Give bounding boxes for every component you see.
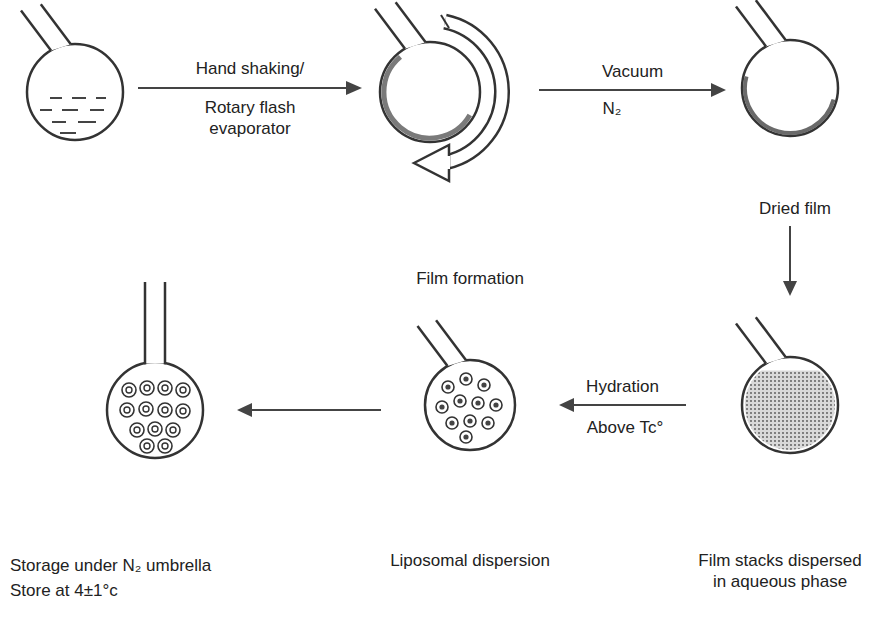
process-arrow bbox=[783, 226, 797, 296]
flask-drawing bbox=[8, 290, 233, 530]
step-label: N₂ bbox=[582, 98, 642, 119]
step-label: Hand shaking/ bbox=[165, 58, 335, 79]
flask-stage: Storage under N₂ umbrellaStore at 4±1°c bbox=[8, 290, 233, 604]
flask-stage: Film formation bbox=[365, 0, 535, 292]
process-arrow bbox=[559, 398, 686, 412]
stage-caption: Film stacks dispersed in aqueous phase bbox=[690, 550, 870, 593]
flask-drawing bbox=[690, 300, 870, 540]
flask-stage: Liposomal dispersion bbox=[385, 300, 555, 574]
step-label: Above Tc° bbox=[570, 417, 680, 438]
flask-drawing bbox=[365, 0, 535, 240]
round-bottom-flask bbox=[21, 4, 123, 140]
stage-caption: Store at 4±1°c bbox=[10, 580, 233, 601]
step-label: Rotary flash evaporator bbox=[175, 97, 325, 140]
stage-caption: Storage under N₂ umbrella bbox=[10, 555, 233, 576]
stage-caption: Film formation bbox=[405, 268, 535, 289]
stage-caption: Liposomal dispersion bbox=[385, 550, 555, 571]
flask-stage: Film stacks dispersed in aqueous phase bbox=[690, 300, 870, 595]
arrow-label: Vacuum bbox=[568, 61, 698, 82]
arrow-label: Hydration bbox=[558, 376, 688, 397]
process-arrow bbox=[138, 81, 362, 95]
flask-drawing bbox=[385, 300, 555, 540]
process-arrow bbox=[539, 83, 726, 97]
flask-stage: Dried film bbox=[730, 0, 860, 222]
stage-caption: Dried film bbox=[730, 198, 860, 219]
process-arrow bbox=[237, 403, 381, 417]
